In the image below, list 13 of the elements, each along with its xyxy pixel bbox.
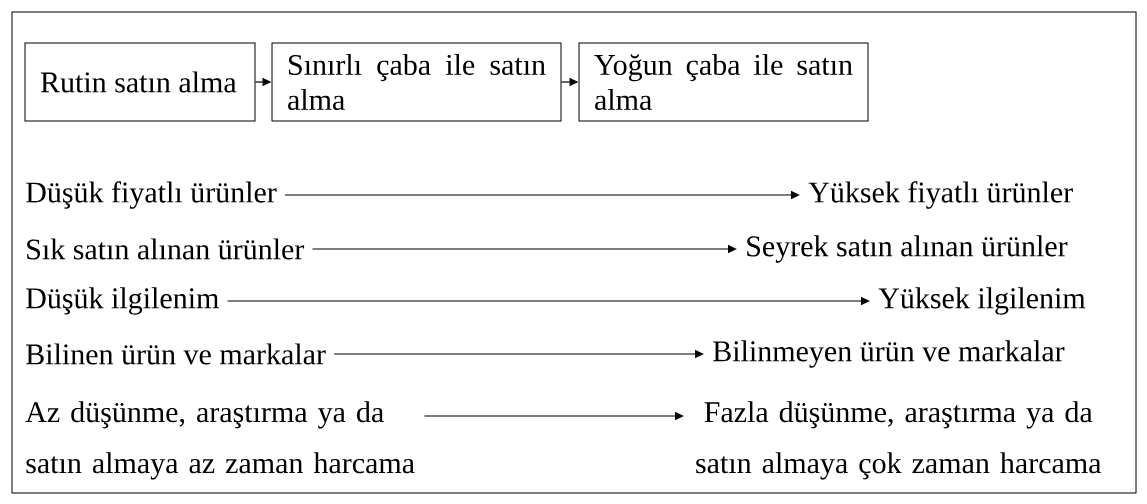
text-label: Bilinmeyen ürün ve markalar xyxy=(713,340,1065,368)
process-box: Yoğun çaba ile satın alma xyxy=(578,42,869,122)
process-box: Sınırlı çaba ile satın alma xyxy=(271,42,562,122)
text-label: Bilinen ürün ve markalar xyxy=(26,343,326,365)
text-label: Fazla düşünme, araştırma ya da satın almaya çok zaman harcama xyxy=(696,401,1102,480)
text-label: Yüksek ilgilenim xyxy=(878,287,1086,315)
text-label: Az düşünme, araştırma ya da satın almaya az zaman harcama xyxy=(25,401,415,480)
text-label: Seyrek satın alınan ürünler xyxy=(747,235,1068,263)
process-box: Rutin satın alma xyxy=(24,42,256,122)
text-label: Düşük fiyatlı ürünler xyxy=(26,181,277,209)
text-label: Yüksek fiyatlı ürünler xyxy=(808,181,1073,209)
text-label: Düşük ilgilenim xyxy=(26,287,219,315)
text-label: Sık satın alınan ürünler xyxy=(27,238,305,260)
